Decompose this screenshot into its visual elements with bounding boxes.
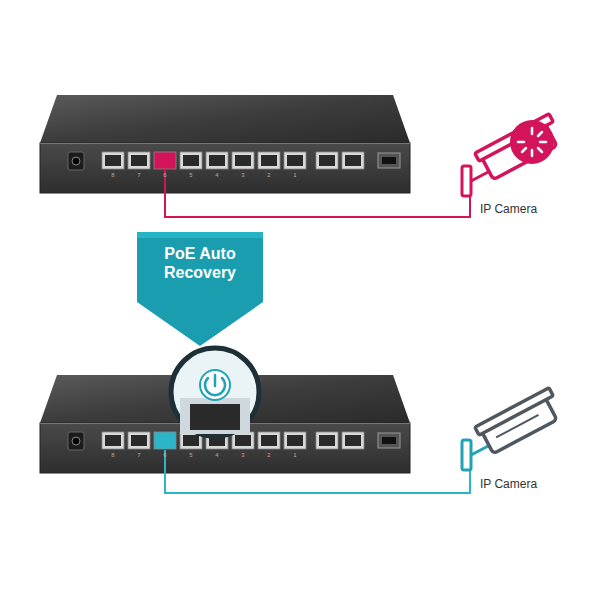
spinner-tick [538,148,542,152]
rj45-port-hole [131,155,147,166]
rj45-port-hole [183,155,199,166]
poe-cable [165,450,470,493]
ip-camera-icon [462,114,564,196]
rj45-port-hole [131,435,147,446]
rj45-port [154,432,176,449]
device-label: IP Camera [480,202,537,216]
port-number: 6 [154,452,176,459]
port-number: 5 [180,452,202,459]
rj45-port [284,152,306,169]
poe-cable [165,170,470,217]
rj45-port [258,152,280,169]
rj45-port [206,152,228,169]
rj45-port-hole [287,435,303,446]
sfp-slot [382,437,396,444]
rj45-port [284,432,306,449]
rj45-port-hole [261,435,277,446]
spinner-tick [531,128,534,134]
port-number: 4 [206,452,228,459]
switch-front [40,143,410,193]
arrow-highlight [137,232,263,238]
rj45-port [128,152,150,169]
port-number: 2 [258,452,280,459]
camera-detail [496,415,538,438]
magnified-port-hole [190,404,240,430]
port-number: 8 [102,172,124,179]
rj45-port-hole [235,155,251,166]
switch-group [40,95,410,473]
spinner-tick [531,150,534,156]
recovery-icon-bg [200,370,230,400]
port-number: 8 [102,452,124,459]
power-jack [68,152,84,170]
fault-indicator [510,120,554,164]
port-number: 7 [128,172,150,179]
rj45-port-hole [345,435,361,446]
rj45-port-hole [345,155,361,166]
rj45-port-hole [235,435,251,446]
ip-camera-icon [462,388,564,470]
port-number: 7 [128,452,150,459]
switch-edge [40,143,410,144]
arrow-fill [137,232,263,346]
rj45-port-hole [319,435,335,446]
arrow-text: PoE Auto Recovery [143,244,257,282]
magnified-port [180,398,250,434]
magnifier-ring [171,348,259,436]
device-label: IP Camera [480,477,537,491]
port-number: 5 [180,172,202,179]
rj45-port-hole [319,155,335,166]
rj45-port [342,432,364,449]
power-symbol [214,375,217,386]
port-number: 1 [284,452,306,459]
spinner-tick [538,132,542,136]
spinner-tick [522,148,526,152]
rj45-port [128,432,150,449]
port-number: 2 [258,172,280,179]
switch-top [40,95,410,143]
sfp-slot [382,157,396,164]
process-arrow: PoE Auto Recovery [137,232,263,346]
camera-mount [462,166,471,196]
rj45-port-hole [209,155,225,166]
port-number: 6 [154,172,176,179]
rj45-port [258,432,280,449]
rj45-port-hole [183,435,199,446]
camera-body [475,388,564,456]
rj45-port [154,152,176,169]
port-number: 4 [206,172,228,179]
rj45-port [232,152,254,169]
loading-spinner [518,128,546,156]
camera-mount [462,440,471,470]
spinner-tick [518,141,524,144]
port-number: 1 [284,172,306,179]
poe-switch [40,95,410,193]
spinner-tick [540,141,546,144]
power-socket [72,157,80,165]
rj45-port-hole [105,155,121,166]
rj45-port [232,432,254,449]
rj45-port-hole [287,155,303,166]
camera-body [475,114,564,182]
power-socket [72,437,80,445]
rj45-port [102,432,124,449]
poe-switch [40,375,410,473]
rj45-port [316,432,338,449]
recovery-arc [205,378,225,395]
port-number: 3 [232,172,254,179]
sfp-port [378,153,400,168]
rj45-port [180,152,202,169]
rj45-port [342,152,364,169]
rj45-port [102,152,124,169]
power-jack [68,432,84,450]
rj45-port-hole [105,435,121,446]
rj45-port-hole [261,155,277,166]
rj45-port [316,152,338,169]
port-number: 3 [232,452,254,459]
magnifier-callout [171,348,259,436]
sfp-port [378,433,400,448]
